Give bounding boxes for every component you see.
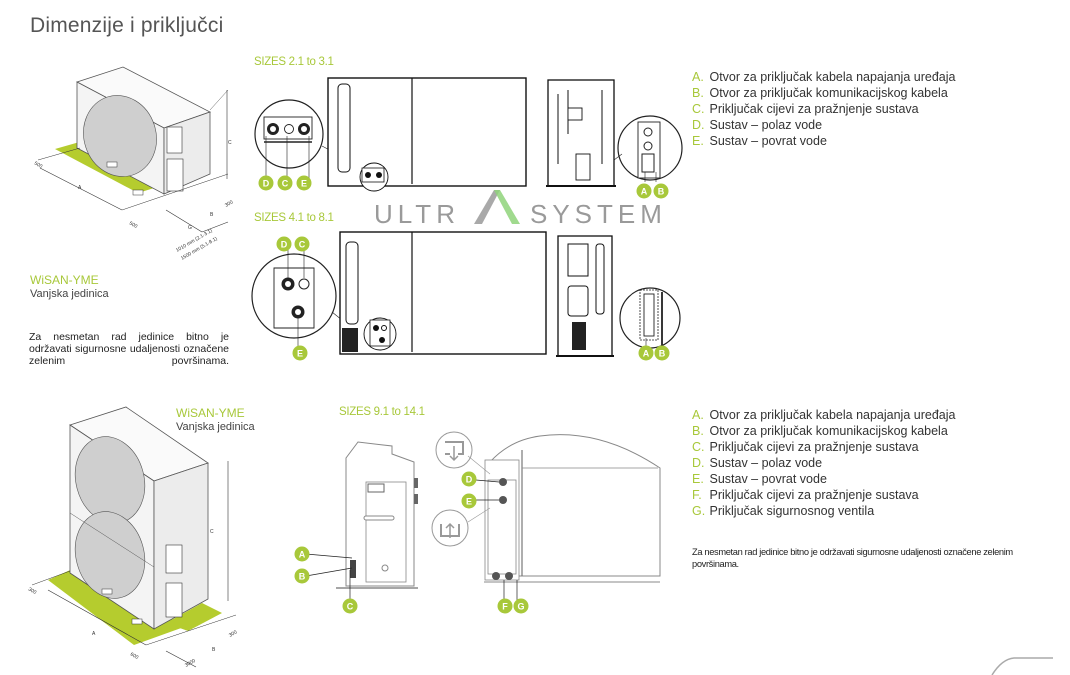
dim-label-g: G — [188, 225, 192, 231]
legend-item-a: A. Otvor za priključak kabela napajanja … — [692, 70, 956, 84]
dim-label-b: B — [212, 647, 216, 653]
svg-text:F: F — [502, 602, 508, 612]
legend-item-g: G. Priključak sigurnosnog ventila — [692, 504, 875, 518]
watermark-logo-icon — [474, 190, 520, 224]
badge-group-e-4-8: E — [292, 345, 308, 361]
dim-label-300-right: 300 — [228, 629, 238, 638]
dim-label-3000: 3000 — [184, 658, 197, 669]
svg-text:C: C — [347, 602, 354, 612]
page-corner-decoration — [991, 657, 1053, 675]
badge-d: D — [258, 175, 274, 191]
svg-text:D: D — [281, 240, 288, 250]
sizes-label-4-8: SIZES 4.1 to 8.1 — [254, 212, 334, 224]
legend-item-e: E. Sustav – povrat vode — [692, 472, 827, 486]
top-legend: A. Otvor za priključak kabela napajanja … — [692, 69, 955, 149]
svg-text:B: B — [299, 572, 306, 582]
svg-text:D: D — [263, 179, 270, 189]
svg-text:A: A — [641, 187, 648, 197]
legend-item-e: E. Sustav – povrat vode — [692, 134, 827, 148]
badge-a: A — [638, 345, 654, 361]
badge-a: A — [636, 183, 652, 199]
svg-text:A: A — [299, 550, 306, 560]
legend-item-b: B. Otvor za priključak komunikacijskog k… — [692, 86, 948, 100]
clearance-area-side — [166, 603, 222, 631]
svg-text:D: D — [466, 475, 473, 485]
svg-text:E: E — [297, 349, 303, 359]
unit-side-view-9-14 — [305, 431, 661, 600]
dim-label-300-left: 300 — [27, 587, 37, 596]
badge-d: D — [276, 236, 292, 252]
unit-front-view-4-8 — [251, 231, 681, 357]
badge-c: C — [277, 175, 293, 191]
badge-group-ab-2-3: A B — [636, 183, 669, 199]
legend-item-d: D. Sustav – polaz vode — [692, 456, 823, 470]
badge-g: G — [513, 598, 529, 614]
svg-text:E: E — [301, 179, 307, 189]
badge-e: E — [461, 493, 477, 509]
dim-label-c: C — [210, 529, 214, 535]
legend-item-f: F. Priključak cijevi za pražnjenje susta… — [692, 488, 919, 502]
svg-text:A: A — [643, 349, 650, 359]
badge-c: C — [294, 236, 310, 252]
bottom-clearance-note: Za nesmetan rad jedinice bitno je održav… — [692, 547, 1013, 569]
dim-label-c: C — [228, 140, 232, 146]
dim-label-500-left: 500 — [33, 161, 43, 170]
dim-label-600: 600 — [129, 652, 139, 661]
badge-group-fg-9-14: F G — [497, 598, 529, 614]
svg-text:G: G — [517, 602, 524, 612]
svg-text:B: B — [659, 349, 666, 359]
badge-d: D — [461, 471, 477, 487]
svg-text:C: C — [299, 240, 306, 250]
bottom-unit-isometric-diagram: A C B 300 600 300 3000 — [27, 406, 238, 669]
svg-text:B: B — [658, 187, 665, 197]
badge-f: F — [497, 598, 513, 614]
bottom-model-name: WiSAN-YME — [176, 406, 245, 420]
badge-a: A — [294, 546, 310, 562]
badge-b: B — [654, 345, 670, 361]
dim-label-a: A — [78, 185, 82, 191]
sizes-label-9-14: SIZES 9.1 to 14.1 — [339, 406, 425, 418]
badge-b: B — [294, 568, 310, 584]
top-clearance-note: Za nesmetan rad jedinice bitno je održav… — [29, 331, 229, 367]
watermark-right: SYSTEM — [530, 199, 667, 229]
badge-b: B — [653, 183, 669, 199]
dim-label-b: B — [210, 212, 214, 218]
unit-front-view-2-3 — [254, 77, 683, 192]
legend-item-d: D. Sustav – polaz vode — [692, 118, 823, 132]
svg-text:E: E — [466, 497, 472, 507]
top-unit-isometric-diagram: A C B G 500 500 300 1010 mm (2.1-3.1) 15… — [33, 66, 234, 262]
badge-group-abc-9-14: A B C — [294, 546, 358, 614]
dim-label-300: 300 — [224, 199, 234, 208]
bottom-legend: A. Otvor za priključak kabela napajanja … — [692, 407, 955, 519]
badge-group-dc-4-8: D C — [276, 236, 310, 252]
dim-label-500-front: 500 — [128, 221, 138, 230]
badge-c: C — [342, 598, 358, 614]
dim-label-a: A — [92, 631, 96, 637]
svg-text:C: C — [282, 179, 289, 189]
legend-item-b: B. Otvor za priključak komunikacijskog k… — [692, 424, 948, 438]
badge-group-ab-4-8: A B — [638, 345, 670, 361]
legend-item-a: A. Otvor za priključak kabela napajanja … — [692, 408, 956, 422]
bottom-model-subtitle: Vanjska jedinica — [176, 421, 255, 433]
badge-e: E — [292, 345, 308, 361]
badge-e: E — [296, 175, 312, 191]
top-model-name: WiSAN-YME — [30, 273, 99, 287]
page-title: Dimenzije i priključci — [30, 14, 224, 37]
badge-group-2-3: D C E — [258, 175, 312, 191]
legend-item-c: C. Priključak cijevi za pražnjenje susta… — [692, 102, 919, 116]
sizes-label-2-3: SIZES 2.1 to 3.1 — [254, 56, 334, 68]
legend-item-c: C. Priključak cijevi za pražnjenje susta… — [692, 440, 919, 454]
top-model-subtitle: Vanjska jedinica — [30, 288, 109, 300]
watermark-left: ULTR — [374, 199, 460, 229]
badge-group-de-9-14: D E — [461, 471, 477, 509]
